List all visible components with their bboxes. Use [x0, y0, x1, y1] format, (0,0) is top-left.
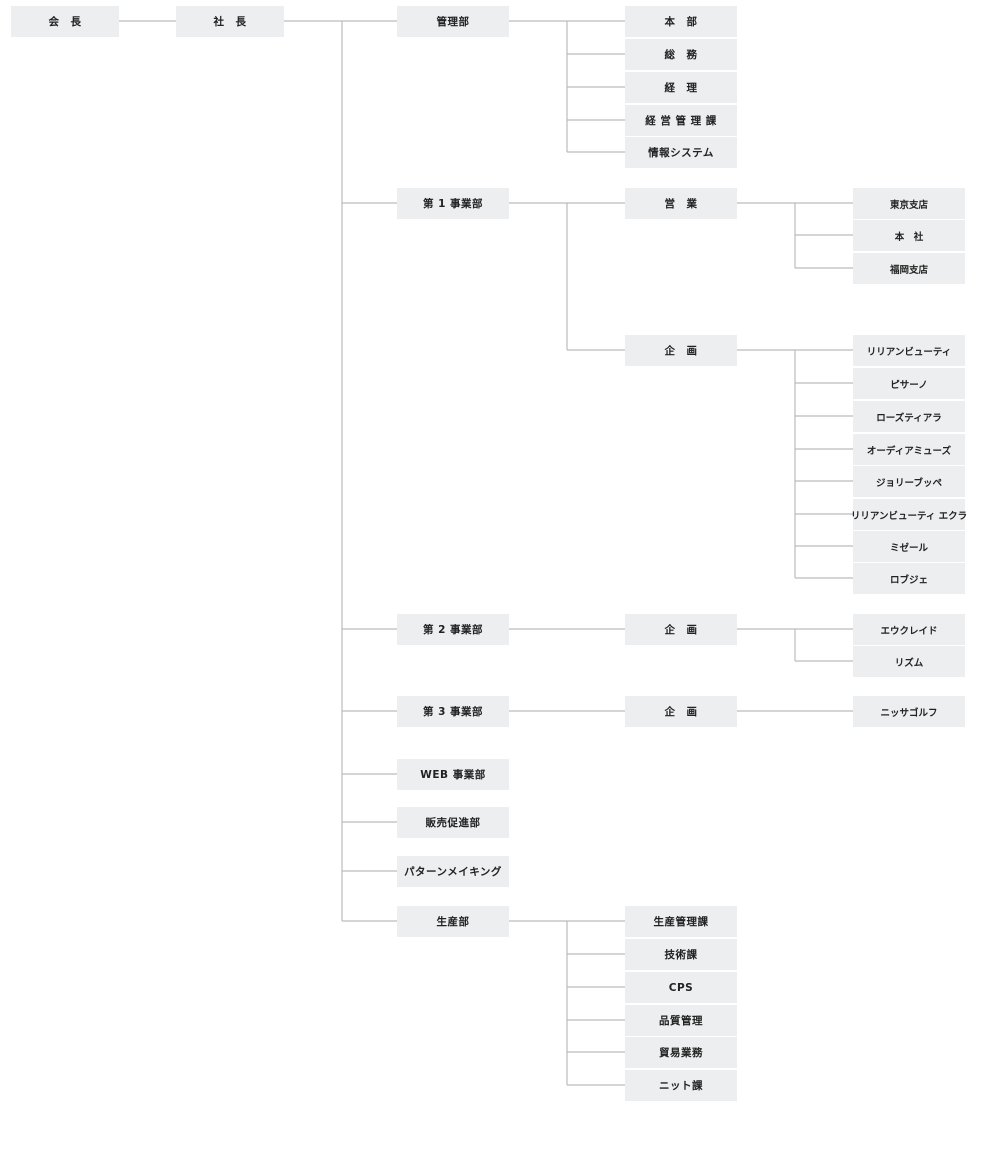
node-label: 本 部	[664, 16, 698, 28]
node-brand: リズム	[853, 646, 965, 677]
node-label: 東京支店	[889, 199, 928, 211]
node-brand: ローズティアラ	[853, 401, 965, 432]
node-brand: リリアンビューティ エクラ	[850, 499, 968, 530]
node-label: ミゼール	[889, 542, 928, 554]
node-label: 総 務	[664, 49, 698, 61]
node-label: 本 社	[894, 231, 924, 243]
node-label: ジョリーブッペ	[876, 477, 942, 489]
node-seisan-child: 生産管理課	[625, 906, 737, 937]
node-brand: ジョリーブッペ	[853, 466, 965, 497]
node-label: 生産部	[436, 916, 470, 928]
node-label: 企 画	[664, 624, 698, 636]
node-web: WEB 事業部	[397, 759, 509, 790]
node-seisan-child: 品質管理	[625, 1005, 737, 1036]
node-chairman: 会 長	[11, 6, 119, 37]
node-jigyo2-kikaku: 企 画	[625, 614, 737, 645]
node-brand: ニッサゴルフ	[853, 696, 965, 727]
node-branch: 福岡支店	[853, 253, 965, 284]
node-label: 販売促進部	[425, 817, 481, 829]
node-seisan-child: ニット課	[625, 1070, 737, 1101]
node-label: 企 画	[664, 706, 698, 718]
node-label: 会 長	[48, 16, 82, 28]
node-jigyo2: 第 2 事業部	[397, 614, 509, 645]
node-hanbai: 販売促進部	[397, 807, 509, 838]
node-label: 第 3 事業部	[422, 706, 484, 718]
node-kanri-child: 総 務	[625, 39, 737, 70]
node-label: 企 画	[664, 345, 698, 357]
node-label: 営 業	[664, 198, 698, 210]
node-brand: リリアンビューティ	[853, 335, 965, 366]
node-label: 福岡支店	[889, 264, 928, 276]
node-label: リズム	[894, 657, 924, 669]
node-kanri-child: 本 部	[625, 6, 737, 37]
node-jigyo3: 第 3 事業部	[397, 696, 509, 727]
node-jigyo1: 第 1 事業部	[397, 188, 509, 219]
node-label: 第 1 事業部	[422, 198, 484, 210]
node-label: パターンメイキング	[404, 866, 502, 878]
node-kanri-child: 経 営 管 理 課	[625, 105, 737, 136]
node-label: ピサーノ	[890, 379, 928, 391]
node-label: 社 長	[213, 16, 247, 28]
node-label: 情報システム	[648, 147, 714, 159]
node-seisan-child: 技術課	[625, 939, 737, 970]
node-brand: エウクレイド	[853, 614, 965, 645]
node-label: ニッサゴルフ	[880, 707, 938, 719]
node-seisan-child: 貿易業務	[625, 1037, 737, 1068]
node-label: 経 理	[664, 82, 698, 94]
node-pattern: パターンメイキング	[397, 856, 509, 887]
node-label: CPS	[668, 981, 694, 994]
node-label: 第 2 事業部	[422, 624, 484, 636]
node-kanri-child: 情報システム	[625, 137, 737, 168]
node-president: 社 長	[176, 6, 284, 37]
node-seisan-child: CPS	[625, 972, 737, 1003]
node-brand: ロブジェ	[853, 563, 965, 594]
node-brand: オーディアミューズ	[853, 434, 965, 465]
node-label: 生産管理課	[653, 916, 709, 928]
node-seisan: 生産部	[397, 906, 509, 937]
node-kanri-child: 経 理	[625, 72, 737, 103]
node-label: 管理部	[436, 16, 470, 28]
node-label: ニット課	[659, 1080, 703, 1092]
node-label: WEB 事業部	[420, 769, 486, 781]
node-label: 貿易業務	[659, 1047, 703, 1059]
node-brand: ピサーノ	[853, 368, 965, 399]
node-branch: 東京支店	[853, 188, 965, 219]
node-brand: ミゼール	[853, 531, 965, 562]
node-jigyo3-kikaku: 企 画	[625, 696, 737, 727]
node-label: 品質管理	[659, 1015, 703, 1027]
node-label: ロブジェ	[889, 574, 928, 586]
node-jigyo1-kikaku: 企 画	[625, 335, 737, 366]
node-label: 技術課	[664, 949, 698, 961]
node-label: リリアンビューティ	[866, 346, 952, 358]
node-label: エウクレイド	[880, 625, 938, 637]
node-kanri: 管理部	[397, 6, 509, 37]
node-label: リリアンビューティ エクラ	[850, 510, 968, 522]
node-label: オーディアミューズ	[866, 445, 952, 457]
node-branch: 本 社	[853, 220, 965, 251]
node-label: 経 営 管 理 課	[645, 115, 717, 127]
node-label: ローズティアラ	[876, 412, 942, 424]
node-jigyo1-eigyo: 営 業	[625, 188, 737, 219]
